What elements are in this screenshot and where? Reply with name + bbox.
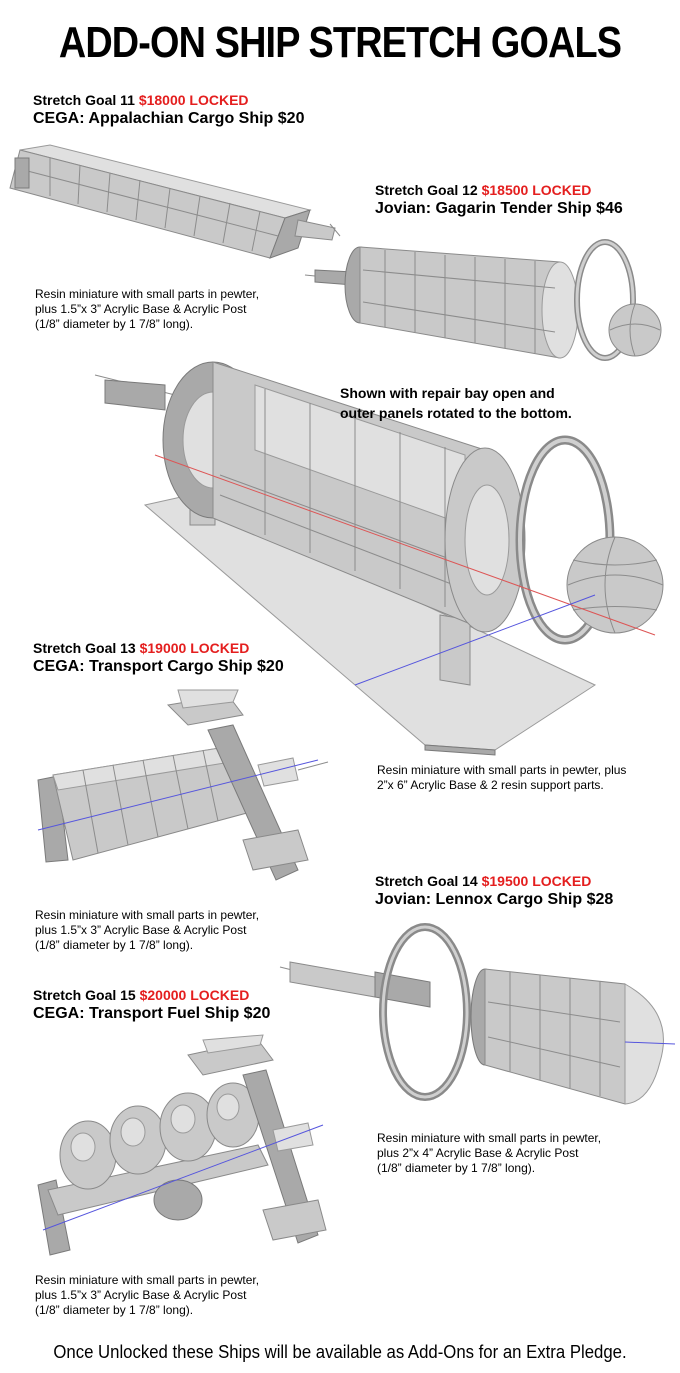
description-line: plus 1.5”x 3” Acrylic Base & Acrylic Pos… <box>35 923 247 937</box>
footer-note: Once Unlocked these Ships will be availa… <box>53 1342 627 1362</box>
locked-status: $20000 LOCKED <box>139 987 250 1003</box>
page-title: ADD-ON SHIP STRETCH GOALS <box>58 18 622 67</box>
goal-label: Stretch Goal 12 $18500 LOCKED <box>375 182 623 198</box>
appalachian-cargo-ship-icon <box>9 144 341 259</box>
stretch-goal-12-header: Stretch Goal 12 $18500 LOCKED Jovian: Ga… <box>375 182 623 218</box>
stretch-goal-13-header: Stretch Goal 13 $19000 LOCKED CEGA: Tran… <box>33 640 284 676</box>
transport-fuel-ship-icon <box>37 1034 327 1256</box>
stretch-goal-11-description: Resin miniature with small parts in pewt… <box>35 287 259 332</box>
stretch-goal-14-header: Stretch Goal 14 $19500 LOCKED Jovian: Le… <box>375 873 613 909</box>
goal-number: Stretch Goal 11 <box>33 92 135 108</box>
description-line: (1/8” diameter by 1 7/8” long). <box>35 317 194 331</box>
goal-label: Stretch Goal 11 $18000 LOCKED <box>33 92 304 108</box>
goal-label: Stretch Goal 15 $20000 LOCKED <box>33 987 270 1003</box>
description-line: (1/8” diameter by 1 7/8” long). <box>377 1161 536 1175</box>
ship-name: Jovian: Gagarin Tender Ship $46 <box>375 200 623 217</box>
stretch-goal-11-header: Stretch Goal 11 $18000 LOCKED CEGA: Appa… <box>33 92 304 128</box>
locked-status: $19000 LOCKED <box>139 640 250 656</box>
locked-status: $19500 LOCKED <box>481 873 592 889</box>
goal-number: Stretch Goal 12 <box>375 182 478 198</box>
ship-name: CEGA: Appalachian Cargo Ship $20 <box>33 110 305 127</box>
goal-label: Stretch Goal 14 $19500 LOCKED <box>375 873 613 889</box>
description-line: plus 1.5”x 3” Acrylic Base & Acrylic Pos… <box>35 1288 247 1302</box>
transport-cargo-ship-icon <box>37 689 329 881</box>
description-line: (1/8” diameter by 1 7/8” long). <box>35 1303 194 1317</box>
description-line: Resin miniature with small parts in pewt… <box>35 1273 260 1287</box>
lennox-cargo-ship-icon <box>279 923 676 1105</box>
note-line: Shown with repair bay open and <box>340 385 555 401</box>
stretch-goal-15-description: Resin miniature with small parts in pewt… <box>35 1273 259 1318</box>
gagarin-tender-ship-icon <box>304 239 662 361</box>
ship-name: CEGA: Transport Fuel Ship $20 <box>33 1005 271 1022</box>
stretch-goal-12-note: Shown with repair bay open and outer pan… <box>340 383 572 423</box>
stretch-goal-12-description: Resin miniature with small parts in pewt… <box>377 763 626 793</box>
description-line: 2”x 6” Acrylic Base & 2 resin support pa… <box>377 778 604 792</box>
ship-name: CEGA: Transport Cargo Ship $20 <box>33 658 284 675</box>
locked-status: $18000 LOCKED <box>138 92 249 108</box>
description-line: plus 2”x 4” Acrylic Base & Acrylic Post <box>377 1146 579 1160</box>
description-line: (1/8” diameter by 1 7/8” long). <box>35 938 194 952</box>
locked-status: $18500 LOCKED <box>481 182 592 198</box>
goal-label: Stretch Goal 13 $19000 LOCKED <box>33 640 284 656</box>
description-line: Resin miniature with small parts in pewt… <box>35 908 260 922</box>
stretch-goal-14-description: Resin miniature with small parts in pewt… <box>377 1131 601 1176</box>
description-line: Resin miniature with small parts in pewt… <box>377 1131 602 1145</box>
note-line: outer panels rotated to the bottom. <box>340 405 572 421</box>
description-line: Resin miniature with small parts in pewt… <box>35 287 260 301</box>
description-line: plus 1.5”x 3” Acrylic Base & Acrylic Pos… <box>35 302 247 316</box>
goal-number: Stretch Goal 14 <box>375 873 478 889</box>
stretch-goal-15-header: Stretch Goal 15 $20000 LOCKED CEGA: Tran… <box>33 987 270 1023</box>
stretch-goal-13-description: Resin miniature with small parts in pewt… <box>35 908 259 953</box>
ship-name: Jovian: Lennox Cargo Ship $28 <box>375 891 614 908</box>
goal-number: Stretch Goal 13 <box>33 640 136 656</box>
goal-number: Stretch Goal 15 <box>33 987 136 1003</box>
gagarin-tender-ship-repair-bay-open-icon <box>94 361 664 756</box>
description-line: Resin miniature with small parts in pewt… <box>377 763 627 777</box>
